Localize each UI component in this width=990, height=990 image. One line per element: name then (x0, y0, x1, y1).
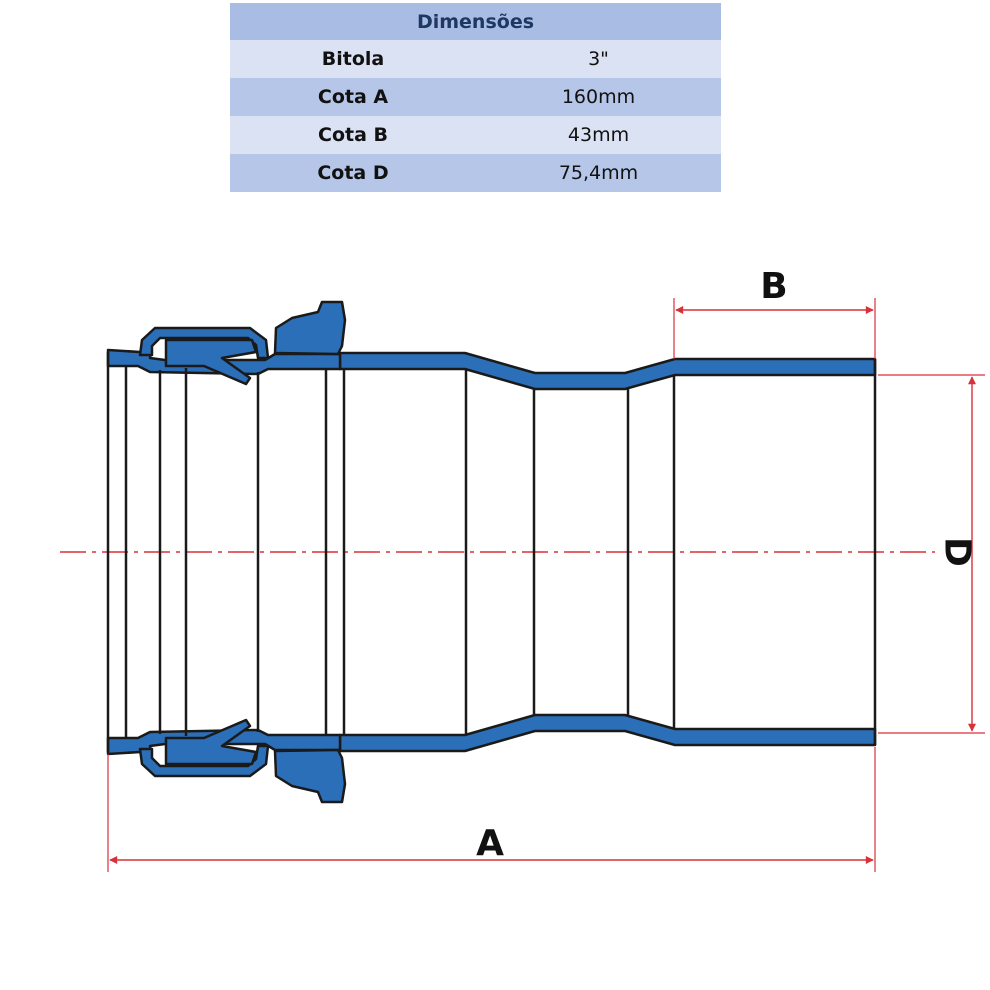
bottom-lock-collar (273, 748, 347, 804)
table-header-row: Dimensões (230, 3, 721, 40)
bottom-seal-ring (164, 718, 258, 766)
pipe-wall-top (106, 300, 877, 391)
row-value: 3" (476, 40, 721, 78)
row-label: Cota A (230, 78, 476, 116)
row-label: Cota D (230, 154, 476, 192)
top-lock-collar (273, 300, 347, 356)
label-d: D (937, 537, 978, 567)
top-seal-ring (164, 338, 258, 386)
dimension-d: D (878, 374, 985, 734)
section-lines (106, 352, 877, 752)
table-row: Cota A 160mm (230, 78, 721, 116)
table-title: Dimensões (230, 3, 721, 40)
table-row: Cota D 75,4mm (230, 154, 721, 192)
top-wall-band (338, 351, 877, 391)
top-socket-hoop (138, 326, 270, 360)
dimension-b: B (673, 266, 876, 359)
pipe-wall-bottom (106, 713, 877, 804)
bottom-socket-hoop (138, 744, 270, 778)
row-label: Bitola (230, 40, 476, 78)
row-value: 43mm (476, 116, 721, 154)
bottom-wall-band (338, 713, 877, 753)
label-a: A (476, 823, 504, 864)
table-row: Cota B 43mm (230, 116, 721, 154)
dimension-a: A (107, 747, 876, 872)
row-label: Cota B (230, 116, 476, 154)
row-value: 75,4mm (476, 154, 721, 192)
label-b: B (760, 266, 787, 307)
row-value: 160mm (476, 78, 721, 116)
table-row: Bitola 3" (230, 40, 721, 78)
dimensions-table: Dimensões Bitola 3" Cota A 160mm Cota B … (230, 3, 721, 192)
